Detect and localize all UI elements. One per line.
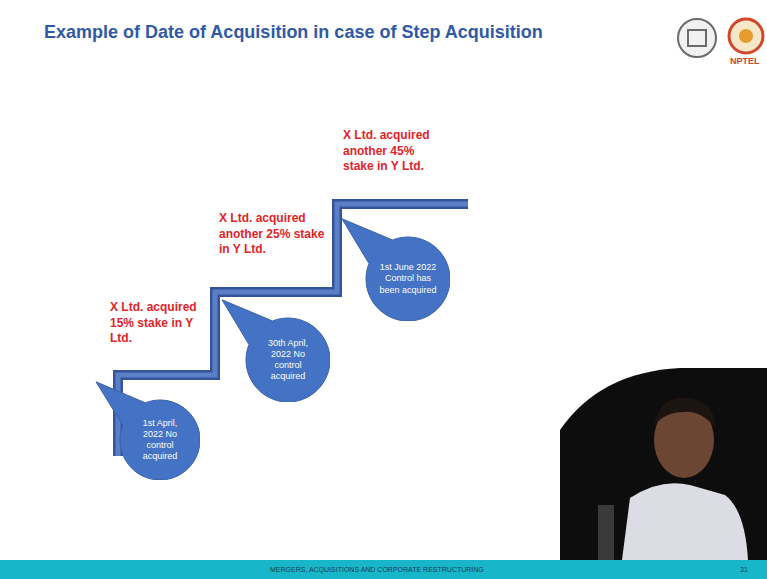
bubble-text: 1st June 2022 Control has been acquired xyxy=(379,262,438,296)
speech-bubble: 30th April, 2022 No control acquired xyxy=(220,292,330,402)
step-note: X Ltd. acquired 15% stake in Y Ltd. xyxy=(110,300,210,347)
page-number: 31 xyxy=(740,566,748,573)
footer-text: MERGERS, ACQUISITIONS AND CORPORATE REST… xyxy=(270,566,484,573)
bubble-outline xyxy=(222,300,330,402)
nptel-logo-center xyxy=(739,29,753,43)
bubble-text: 30th April, 2022 No control acquired xyxy=(259,338,318,383)
bubble-text: 1st April, 2022 No control acquired xyxy=(132,418,188,463)
speaker-shirt xyxy=(622,483,748,560)
speaker-video xyxy=(560,368,767,560)
step-note: X Ltd. acquired another 45% stake in Y L… xyxy=(343,128,443,175)
bubble-outline xyxy=(96,382,200,480)
logo-label: NPTEL xyxy=(730,56,760,66)
microphone xyxy=(598,505,614,560)
slide-title: Example of Date of Acquisition in case o… xyxy=(44,22,543,43)
speech-bubble: 1st June 2022 Control has been acquired xyxy=(340,211,450,321)
institute-logo-detail xyxy=(688,30,706,46)
bubble-outline xyxy=(342,219,450,321)
nptel-logo xyxy=(729,19,763,53)
speech-bubble: 1st April, 2022 No control acquired xyxy=(94,374,200,480)
speaker-hair xyxy=(654,398,716,428)
footer-bar xyxy=(0,560,767,579)
step-note: X Ltd. acquired another 25% stake in Y L… xyxy=(219,211,331,258)
institute-logo xyxy=(678,19,716,57)
